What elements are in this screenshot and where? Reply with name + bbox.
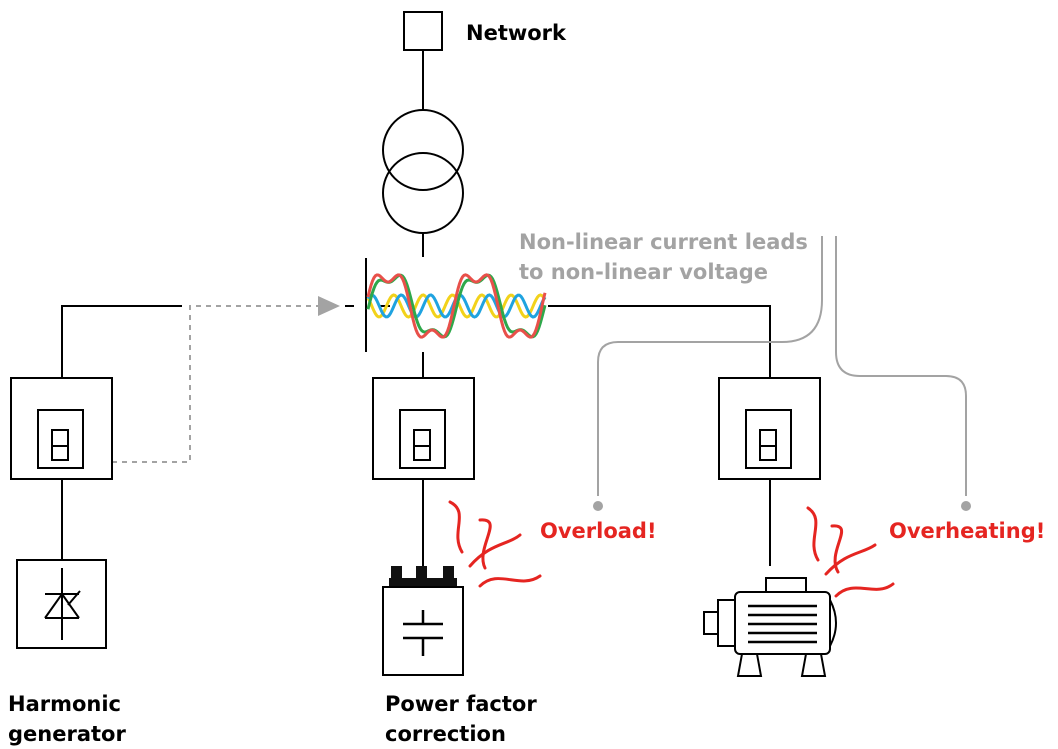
drive-cabinet-icon xyxy=(372,377,475,480)
annotation-leader-overload xyxy=(597,236,823,496)
right-feeder-line xyxy=(548,305,771,378)
harmonic-generator-label-2: generator xyxy=(8,722,126,746)
thyristor-icon xyxy=(16,559,107,649)
leader-dot-overload xyxy=(593,501,603,511)
drive-cabinet-icon xyxy=(718,377,821,480)
overload-label: Overload! xyxy=(540,519,657,543)
network-box-icon xyxy=(403,11,443,51)
overheating-label: Overheating! xyxy=(889,519,1045,543)
capacitor-bank-icon xyxy=(382,566,464,676)
left-feeder-line xyxy=(61,305,182,378)
transformer-icon xyxy=(382,109,464,234)
annotation-leader-overheating xyxy=(835,236,967,496)
harmonic-generator-label-1: Harmonic xyxy=(8,692,121,716)
power-factor-label-2: correction xyxy=(385,722,506,746)
harmonic-arrowhead xyxy=(318,296,340,316)
heat-waves-icon xyxy=(448,500,542,588)
annotation-line-1: Non-linear current leads xyxy=(519,230,808,254)
drive-cabinet-icon xyxy=(10,377,113,480)
annotation-line-2: to non-linear voltage xyxy=(519,260,768,284)
harmonic-feedback-path xyxy=(112,305,320,463)
harmonic-waveform xyxy=(366,273,547,339)
heat-waves-icon xyxy=(806,506,895,598)
leader-dot-overheating xyxy=(961,501,971,511)
network-label: Network xyxy=(466,21,567,45)
power-factor-label-1: Power factor xyxy=(385,692,537,716)
electric-motor-icon xyxy=(703,577,837,677)
